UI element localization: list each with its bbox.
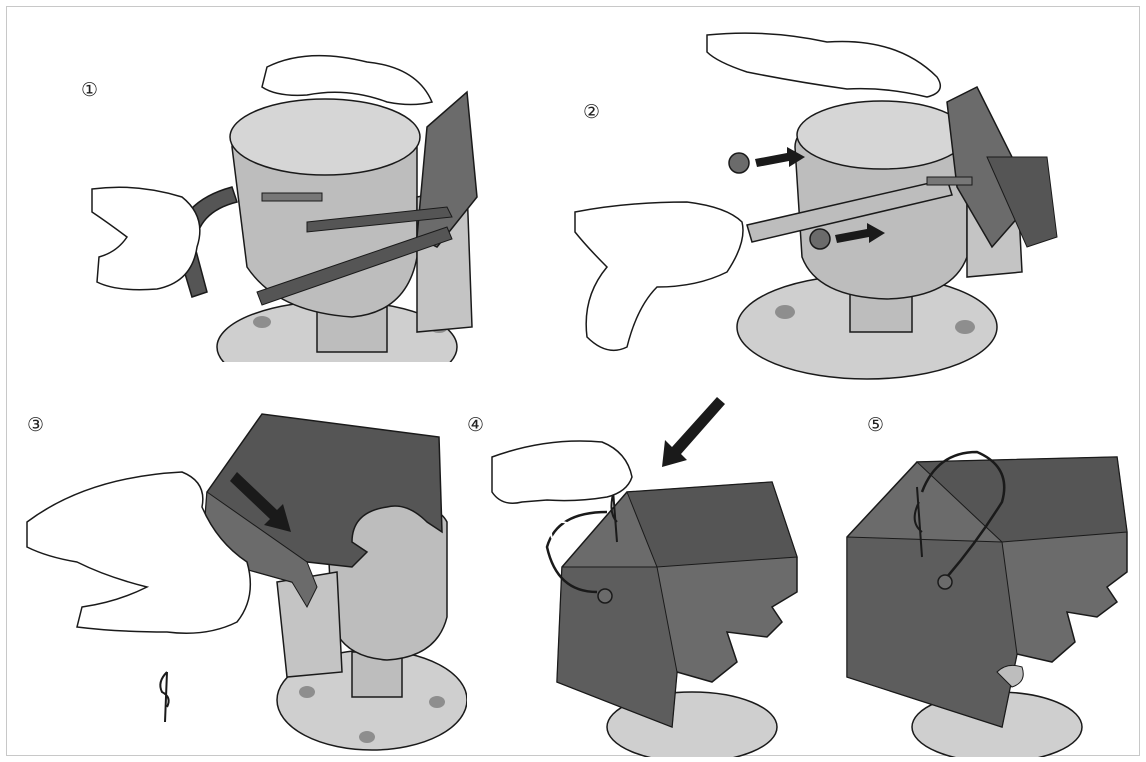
step-5-panel: ⑤ [827,382,1141,757]
glove-hand-icon [262,56,432,105]
step-5-marker: ⑤ [867,414,884,436]
glove-hand-icon [707,33,940,97]
threaded-rod [262,193,322,201]
nut-icon [729,153,749,173]
pin-icon [160,672,168,722]
bolt-hole [955,320,975,334]
step-1-marker: ① [81,79,98,101]
weather-cover-front [847,537,1017,727]
arrow-icon [579,516,589,522]
bolt-hole [253,316,271,328]
step-1-panel: ① [7,7,567,362]
housing-lid [230,99,420,175]
bolt-hole [359,731,375,743]
cable-eyelet [938,575,952,589]
threaded-rod [927,177,972,185]
step-2-marker: ② [583,101,600,123]
nut-icon [810,229,830,249]
step-3-panel: ③ [7,382,467,757]
arrow-icon [662,397,725,467]
bolt-hole [299,686,315,698]
step-4-panel: ④ [467,382,827,757]
weather-cover-top [627,482,797,567]
cable-eyelet [598,589,612,603]
housing-lid [797,101,967,169]
step-1-illustration [7,7,567,362]
step-5-illustration [827,382,1141,757]
figure-frame: ① ② [6,6,1140,756]
glove-hand-icon [92,187,200,289]
bolt-hole [775,305,795,319]
step-2-panel: ② [567,7,1141,382]
glove-hand-icon [492,441,632,503]
step-3-illustration [7,382,467,757]
step-4-marker: ④ [467,414,484,436]
step-4-illustration [467,382,827,757]
step-2-illustration [567,7,1141,382]
weather-cover-front [557,567,677,727]
step-3-marker: ③ [27,414,44,436]
glove-hand-icon [575,202,743,350]
bolt-hole [429,696,445,708]
